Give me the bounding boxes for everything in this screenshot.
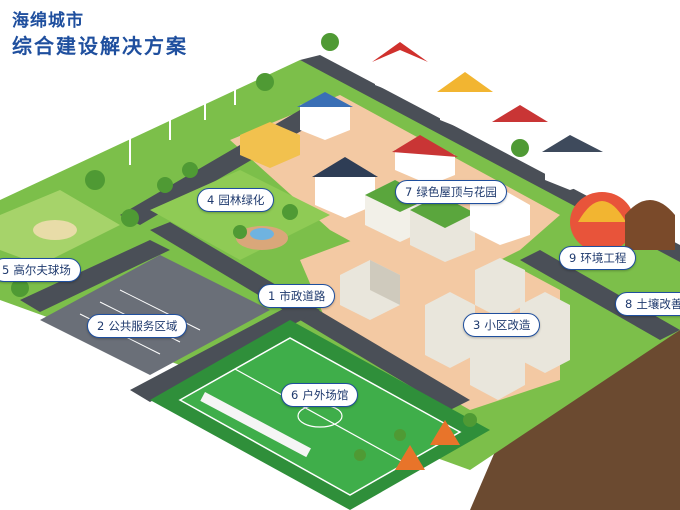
road-left (20, 240, 170, 312)
wind-turbines (117, 57, 248, 165)
road-main (150, 222, 470, 410)
label-number: 6 (291, 388, 299, 402)
label-number: 9 (569, 251, 577, 265)
greenhouse (625, 200, 675, 250)
label-number: 8 (625, 297, 633, 311)
label-number: 5 (2, 263, 10, 277)
label-number: 7 (405, 185, 413, 199)
label-number: 1 (268, 289, 276, 303)
houses (240, 42, 603, 262)
fountain (250, 228, 274, 240)
label-text: 公共服务区域 (108, 319, 178, 333)
label-number: 4 (207, 193, 215, 207)
label-text: 小区改造 (484, 318, 531, 332)
label-text: 土壤改善 (636, 297, 680, 311)
title-line-2: 综合建设解决方案 (12, 34, 188, 58)
label-text: 园林绿化 (218, 193, 265, 207)
title-line-1: 海绵城市 (12, 11, 84, 31)
road-right (520, 250, 680, 340)
soil-layer (470, 330, 680, 510)
label-number: 2 (97, 319, 105, 333)
road-lower (130, 300, 320, 402)
tent (395, 445, 425, 470)
label-text: 环境工程 (580, 251, 627, 265)
trees (11, 33, 529, 461)
label-number: 3 (473, 318, 481, 332)
label-text: 高尔夫球场 (13, 263, 71, 277)
label-text: 绿色屋顶与花园 (416, 185, 497, 199)
label-text: 户外场馆 (302, 388, 349, 402)
label-text: 市政道路 (279, 289, 326, 303)
tent (430, 420, 460, 445)
